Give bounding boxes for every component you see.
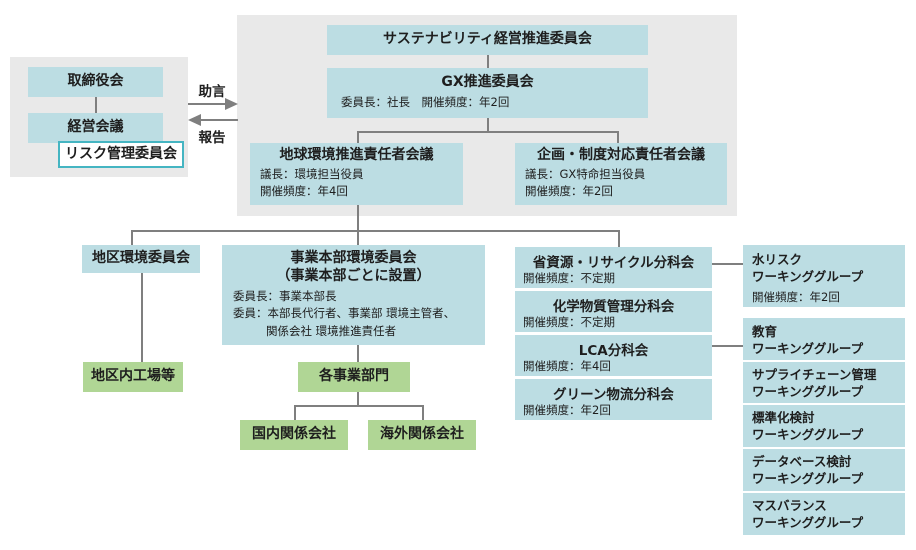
risk-management-committee-box: リスク管理委員会 [58,141,184,168]
connector-line [294,405,423,407]
wg-name-cont: ワーキンググループ [752,470,864,486]
district-factories-label: 地区内工場等 [91,368,175,385]
gx-committee-box: GX推進委員会 委員長：社長 開催頻度：年2回 [327,68,648,118]
earth-env-council-box: 地球環境推進責任者会議 議長：環境担当役員 開催頻度：年4回 [250,143,463,205]
management-meeting-box: 経営会議 [28,113,163,143]
wg-frequency: 開催頻度：年2回 [752,289,840,304]
connector-line [487,55,489,68]
connector-line [131,230,619,232]
earth-env-council-title: 地球環境推進責任者会議 [279,147,434,163]
wg-name-cont: ワーキンググループ [752,340,864,356]
planning-council-box: 企画・制度対応責任者会議 議長：GX特命担当役員 開催頻度：年2回 [515,143,727,205]
subcommittee-frequency: 開催頻度：年4回 [523,359,611,373]
subcommittee-chemical-box: 化学物質管理分科会 開催頻度：不定期 [515,291,712,332]
subcommittee-title: グリーン物流分科会 [553,387,674,403]
business-division-committee-subtitle: （事業本部ごとに設置） [276,267,431,284]
wg-name: サプライチェーン管理 [752,367,877,382]
board-of-directors-label: 取締役会 [67,73,124,90]
report-label: 報告 [198,130,226,146]
subcommittee-frequency: 開催頻度：不定期 [523,271,615,285]
business-division-committee-title: 事業本部環境委員会 [290,250,417,266]
wg-name-cont: ワーキンググループ [752,514,864,530]
domestic-affiliates-label: 国内関係会社 [252,426,336,443]
board-of-directors-box: 取締役会 [28,67,163,97]
business-division-members-cont: 関係会社 環境推進責任者 [266,323,397,338]
wg-name-cont: ワーキンググループ [752,383,864,399]
sustainability-committee-label: サステナビリティ経営推進委員会 [383,31,592,48]
connector-line [357,345,359,362]
district-env-committee-label: 地区環境委員会 [92,250,190,267]
risk-management-committee-label: リスク管理委員会 [65,145,177,162]
management-meeting-label: 経営会議 [67,119,124,136]
connector-line [357,205,359,230]
connector-line [617,131,619,143]
business-division-members: 委員：本部長代行者、事業部 環境主管者、 [233,306,456,321]
advice-arrow-head-icon [225,98,238,110]
wg-database-box: データベース検討 ワーキンググループ [743,449,905,491]
business-division-chair: 委員長：事業本部長 [233,289,337,303]
district-factories-box: 地区内工場等 [83,362,183,392]
connector-line [422,405,424,420]
departments-label: 各事業部門 [319,368,389,385]
connector-line [141,273,143,362]
subcommittee-frequency: 開催頻度：年2回 [523,403,611,417]
wg-education-box: 教育 ワーキンググループ [743,318,905,360]
wg-name: データベース検討 [752,454,852,469]
domestic-affiliates-box: 国内関係会社 [240,420,348,450]
planning-council-frequency: 開催頻度：年2回 [525,183,613,198]
advice-label: 助言 [198,84,226,100]
report-arrow-head-icon [188,114,201,126]
subcommittee-lca-box: LCA分科会 開催頻度：年4回 [515,335,712,376]
connector-line [712,345,743,347]
connector-line [487,118,489,131]
business-division-committee-box: 事業本部環境委員会 （事業本部ごとに設置） 委員長：事業本部長 委員：本部長代行… [222,245,485,345]
district-env-committee-box: 地区環境委員会 [82,245,200,273]
gx-committee-title: GX推進委員会 [441,74,534,90]
subcommittee-resource-recycle-box: 省資源・リサイクル分科会 開催頻度：不定期 [515,247,712,288]
gx-committee-detail: 委員長：社長 開催頻度：年2回 [341,94,510,109]
wg-name: 教育 [752,324,778,339]
connector-line [294,405,296,420]
connector-line [357,392,359,405]
subcommittee-frequency: 開催頻度：不定期 [523,315,615,329]
wg-name: 水リスク [752,252,803,267]
departments-box: 各事業部門 [298,362,410,392]
wg-mass-balance-box: マスバランス ワーキンググループ [743,493,905,535]
report-arrow-line [198,119,238,121]
wg-name: マスバランス [752,498,827,513]
wg-name-cont: ワーキンググループ [752,268,864,284]
overseas-affiliates-box: 海外関係会社 [368,420,476,450]
sustainability-committee-box: サステナビリティ経営推進委員会 [327,25,648,55]
subcommittee-title: 化学物質管理分科会 [552,299,675,315]
wg-name: 標準化検討 [752,410,815,425]
connector-line [95,97,97,113]
planning-council-chair: 議長：GX特命担当役員 [525,166,646,181]
subcommittee-title: LCA分科会 [578,343,649,359]
subcommittee-title: 省資源・リサイクル分科会 [532,255,695,271]
earth-env-council-chair: 議長：環境担当役員 [260,166,364,181]
wg-supply-chain-box: サプライチェーン管理 ワーキンググループ [743,362,905,403]
connector-line [618,230,620,247]
connector-line [357,230,359,245]
wg-water-risk-box: 水リスク ワーキンググループ 開催頻度：年2回 [743,245,905,307]
connector-line [357,131,618,133]
connector-line [357,131,359,143]
overseas-affiliates-label: 海外関係会社 [380,426,464,443]
earth-env-council-frequency: 開催頻度：年4回 [260,183,348,198]
planning-council-title: 企画・制度対応責任者会議 [537,147,705,163]
connector-line [712,263,743,265]
connector-line [131,230,133,245]
wg-name-cont: ワーキンググループ [752,426,864,442]
wg-standardization-box: 標準化検討 ワーキンググループ [743,405,905,447]
subcommittee-green-logistics-box: グリーン物流分科会 開催頻度：年2回 [515,379,712,420]
advice-arrow-line [188,103,228,105]
